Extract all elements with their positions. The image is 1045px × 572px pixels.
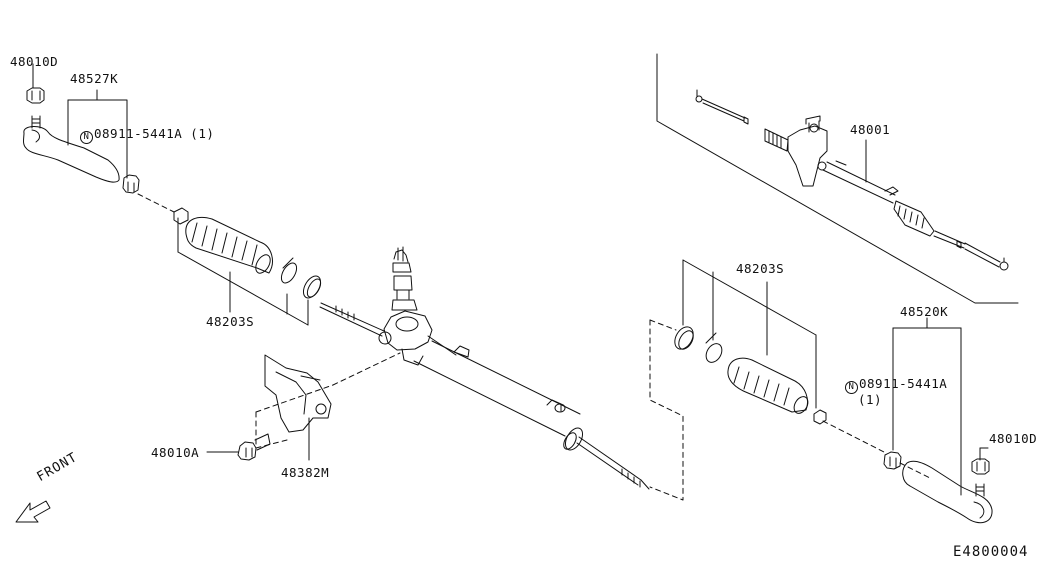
label-48001: 48001 bbox=[850, 122, 891, 137]
main-rack bbox=[319, 246, 650, 490]
bolt-48010a bbox=[206, 433, 271, 461]
diagram-code: E4800004 bbox=[953, 544, 1029, 560]
label-48527k: 48527K bbox=[70, 71, 119, 86]
label-08911-left-text: 08911-5441A (1) bbox=[94, 126, 215, 141]
n-mark-icon-right: N bbox=[845, 381, 858, 394]
left-tie-rod-end bbox=[23, 87, 140, 194]
left-bracket-48203s bbox=[177, 217, 309, 326]
label-08911-right-text: 08911-5441A bbox=[859, 376, 948, 391]
right-boot bbox=[674, 326, 827, 425]
label-48010d-right: 48010D bbox=[989, 431, 1038, 446]
label-48382m: 48382M bbox=[281, 465, 330, 480]
inset-frame bbox=[656, 53, 1019, 304]
right-tie-rod-end bbox=[883, 451, 993, 524]
front-arrow-icon bbox=[15, 500, 51, 523]
label-48203s-right: 48203S bbox=[736, 261, 785, 276]
right-bracket-48520k bbox=[892, 317, 989, 496]
left-bracket-48527k bbox=[32, 63, 128, 179]
label-48203s-left: 48203S bbox=[206, 314, 255, 329]
right-bracket-48203s bbox=[682, 259, 817, 409]
inset-assembly-48001 bbox=[695, 89, 1009, 271]
label-48010a: 48010A bbox=[151, 445, 200, 460]
dashed-leader-lines bbox=[137, 193, 931, 501]
mounting-bracket bbox=[264, 354, 332, 433]
n-mark-icon: N bbox=[80, 131, 93, 144]
label-48520k: 48520K bbox=[900, 304, 949, 319]
left-boot bbox=[173, 207, 322, 299]
label-48010d-left: 48010D bbox=[10, 54, 59, 69]
label-08911-right-qty: (1) bbox=[858, 392, 883, 407]
